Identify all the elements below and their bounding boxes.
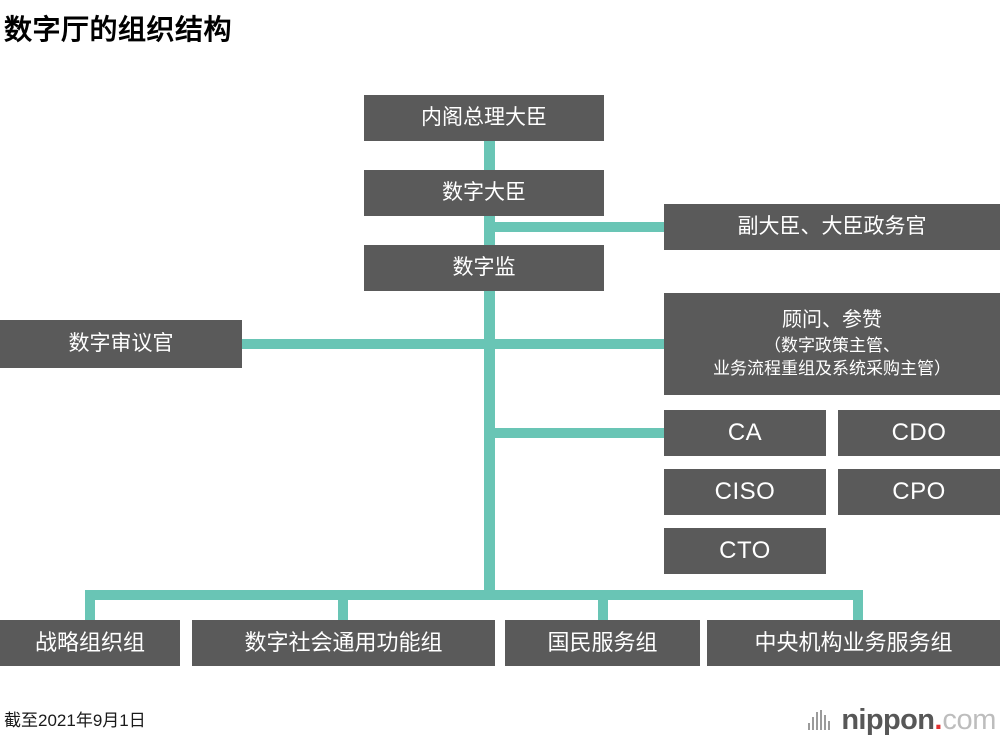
connector-kan-to-advisor (484, 339, 670, 349)
logo-tld: com (942, 703, 996, 736)
connector-kan-to-shingikan (240, 339, 490, 349)
logo-dot: . (934, 703, 943, 736)
node-advisor[interactable]: 顾问、参赞 （数字政策主管、 业务流程重组及系统采购主管） (664, 293, 1000, 395)
node-digital-shingikan[interactable]: 数字审议官 (0, 320, 242, 368)
node-cto[interactable]: CTO (664, 528, 826, 574)
connector-spine-vertical (484, 140, 495, 595)
node-advisor-sub-1: （数字政策主管、 (764, 336, 900, 356)
node-advisor-title: 顾问、参赞 (782, 309, 882, 332)
node-advisor-sub-2: 业务流程重组及系统采购主管） (713, 359, 951, 378)
node-group-citizen-services[interactable]: 国民服务组 (505, 620, 700, 666)
connector-drop-group-2 (338, 590, 348, 622)
page-title: 数字厅的组织结构 (4, 14, 233, 45)
node-ca[interactable]: CA (664, 410, 826, 456)
node-group-central-agency-services[interactable]: 中央机构业务服务组 (707, 620, 1000, 666)
connector-kan-to-officers (484, 428, 670, 438)
node-cpo[interactable]: CPO (838, 469, 1000, 515)
node-vice-minister[interactable]: 副大臣、大臣政务官 (664, 204, 1000, 250)
connector-drop-group-1 (85, 590, 95, 622)
node-digital-kan[interactable]: 数字监 (364, 245, 604, 291)
node-ciso[interactable]: CISO (664, 469, 826, 515)
nippon-com-logo: nippon . com (808, 704, 996, 736)
connector-minister-to-vice (484, 222, 670, 232)
logo-word: nippon (841, 703, 935, 736)
connector-drop-group-4 (853, 590, 863, 622)
connector-drop-group-3 (598, 590, 608, 622)
node-prime-minister[interactable]: 内阁总理大臣 (364, 95, 604, 141)
connector-bottom-bus (85, 590, 863, 600)
as-of-date: 截至2021年9月1日 (4, 711, 146, 730)
node-digital-minister[interactable]: 数字大臣 (364, 170, 604, 216)
node-group-common-functions[interactable]: 数字社会通用功能组 (192, 620, 495, 666)
node-group-strategy[interactable]: 战略组织组 (0, 620, 180, 666)
bar-graph-icon (808, 710, 832, 730)
node-cdo[interactable]: CDO (838, 410, 1000, 456)
